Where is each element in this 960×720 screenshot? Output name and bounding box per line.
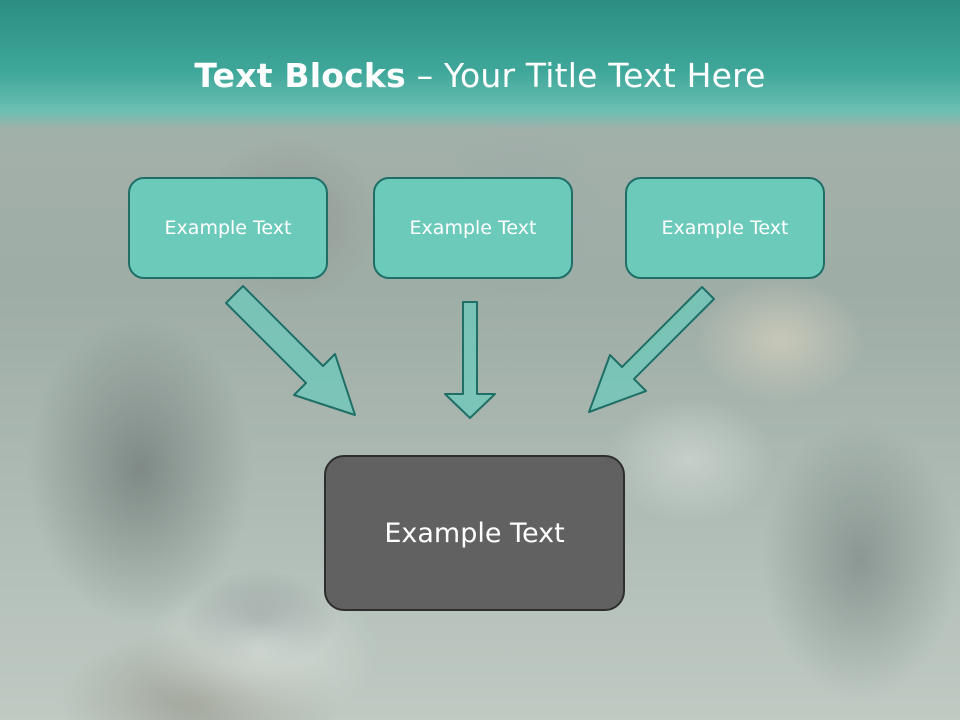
text-block-center[interactable]: Example Text [373, 177, 573, 279]
text-block-left[interactable]: Example Text [128, 177, 328, 279]
text-block-bottom[interactable]: Example Text [324, 455, 625, 611]
title-rest: – Your Title Text Here [405, 56, 766, 95]
text-block-right-label: Example Text [661, 217, 789, 239]
text-block-center-label: Example Text [409, 217, 537, 239]
text-block-right[interactable]: Example Text [625, 177, 825, 279]
slide-title: Text Blocks – Your Title Text Here [0, 54, 960, 98]
title-band [0, 0, 960, 130]
text-block-bottom-label: Example Text [384, 517, 565, 549]
title-bold: Text Blocks [194, 56, 406, 95]
right-diagonal-arrow [588, 286, 715, 413]
text-block-left-label: Example Text [164, 217, 292, 239]
left-diagonal-arrow [225, 285, 356, 416]
center-down-arrow [444, 301, 496, 419]
